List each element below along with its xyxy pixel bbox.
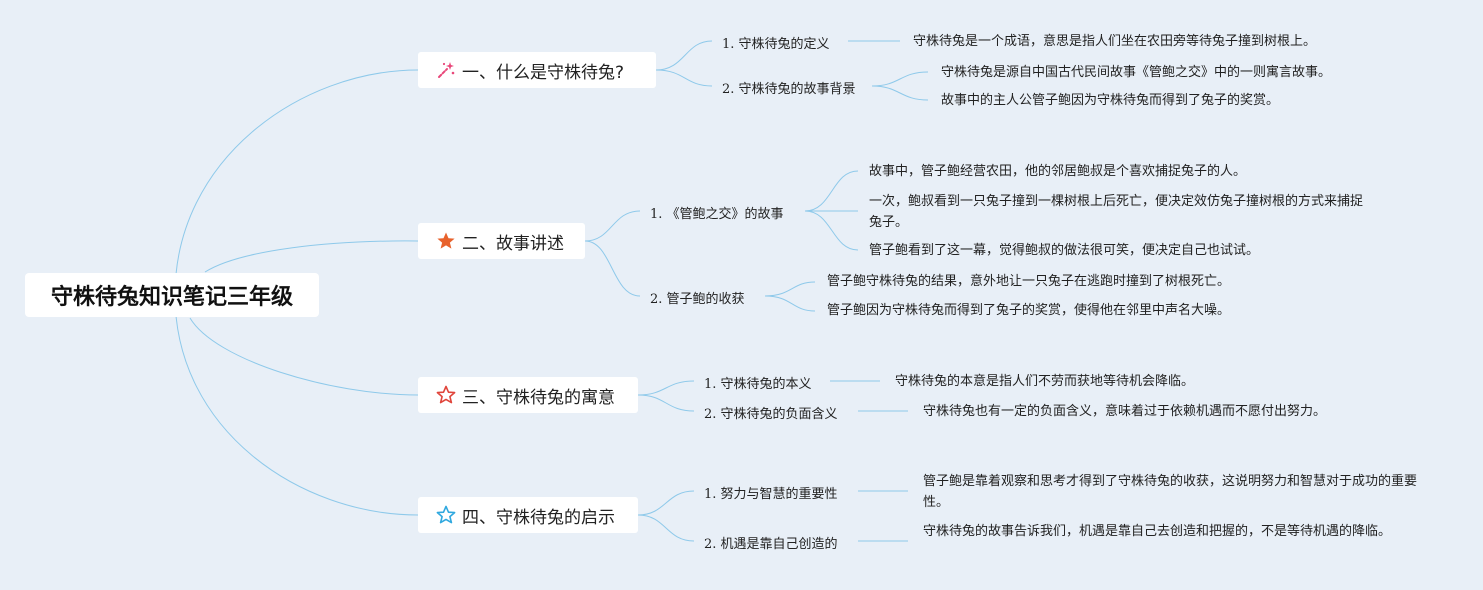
- branch-label: 三、守株待兔的寓意: [462, 387, 615, 408]
- connector-b2-c1-leaf1: [804, 170, 859, 212]
- branch-meaning[interactable]: 三、守株待兔的寓意: [418, 377, 638, 413]
- connector-root-branch-3: [189, 317, 419, 396]
- connector-b1-c2-leaf2: [871, 85, 929, 101]
- connector-b4-c1: [637, 490, 695, 516]
- leaf-story-2: 一次，鲍叔看到一只兔子撞到一棵树根上后死亡，便决定效仿兔子撞树根的方式来捕捉兔子…: [869, 194, 1364, 230]
- subtopic-effort-wisdom[interactable]: 1. 努力与智慧的重要性: [704, 487, 838, 502]
- branch-inspiration[interactable]: 四、守株待兔的启示: [418, 497, 638, 533]
- subtopic-harvest[interactable]: 2. 管子鲍的收获: [650, 292, 745, 307]
- connector-b2-c2: [584, 240, 641, 297]
- subtopic-create-opportunity[interactable]: 2. 机遇是靠自己创造的: [704, 537, 838, 552]
- subtopic-guanbao-story[interactable]: 1. 《管鲍之交》的故事: [650, 207, 784, 222]
- leaf-harvest-2: 管子鲍因为守株待兔而得到了兔子的奖赏，使得他在邻里中声名大噪。: [827, 303, 1231, 318]
- branch-label: 一、什么是守株待兔?: [462, 62, 625, 83]
- connector-b3-c2: [637, 394, 695, 412]
- magic-wand-icon: [438, 62, 455, 78]
- leaf-harvest-1: 管子鲍守株待兔的结果，意外地让一只兔子在逃跑时撞到了树根死亡。: [827, 274, 1231, 289]
- leaf-background-2: 故事中的主人公管子鲍因为守株待兔而得到了兔子的奖赏。: [941, 93, 1280, 108]
- connector-b3-c1: [637, 380, 695, 396]
- connector-b1-c1: [655, 40, 713, 71]
- leaf-definition: 守株待兔是一个成语，意思是指人们坐在农田旁等待兔子撞到树根上。: [913, 34, 1317, 49]
- connector-b2-c2-leaf1: [764, 281, 816, 297]
- branch-label: 二、故事讲述: [462, 233, 564, 254]
- connector-b1-c2-leaf1: [871, 71, 929, 87]
- connector-b4-c2: [637, 514, 695, 542]
- connector-root-branch-4: [174, 294, 419, 516]
- subtopic-original-meaning[interactable]: 1. 守株待兔的本义: [704, 377, 812, 392]
- connector-b2-c1-leaf3: [804, 210, 859, 251]
- subtopic-definition[interactable]: 1. 守株待兔的定义: [722, 37, 830, 52]
- connector-root-branch-2: [204, 240, 419, 273]
- outline-star-icon: [436, 385, 456, 404]
- connector-b2-c2-leaf2: [764, 295, 816, 312]
- branch-what-is[interactable]: 一、什么是守株待兔?: [418, 52, 656, 88]
- root-topic[interactable]: 守株待兔知识笔记三年级: [25, 273, 319, 317]
- subtopic-background[interactable]: 2. 守株待兔的故事背景: [722, 82, 856, 97]
- leaf-original-meaning: 守株待兔的本意是指人们不劳而获地等待机会降临。: [895, 374, 1195, 389]
- subtopic-negative-meaning[interactable]: 2. 守株待兔的负面含义: [704, 407, 838, 422]
- leaf-create-opportunity: 守株待兔的故事告诉我们，机遇是靠自己去创造和把握的，不是等待机遇的降临。: [923, 524, 1392, 539]
- leaf-negative-meaning: 守株待兔也有一定的负面含义，意味着过于依赖机遇而不愿付出努力。: [923, 404, 1327, 419]
- connector-b2-c1: [584, 210, 641, 242]
- leaf-story-1: 故事中，管子鲍经营农田，他的邻居鲍叔是个喜欢捕捉兔子的人。: [869, 164, 1247, 179]
- branch-label: 四、守株待兔的启示: [462, 507, 615, 528]
- connector-root-branch-1: [174, 69, 419, 296]
- leaf-background-1: 守株待兔是源自中国古代民间故事《管鲍之交》中的一则寓言故事。: [941, 65, 1332, 80]
- blue-outline-star-icon: [436, 505, 456, 524]
- connector-b1-c2: [655, 69, 713, 87]
- filled-star-icon: [437, 232, 455, 249]
- leaf-effort-wisdom: 管子鲍是靠着观察和思考才得到了守株待兔的收获，这说明努力和智慧对于成功的重要性。: [923, 474, 1418, 510]
- branch-story[interactable]: 二、故事讲述: [418, 223, 585, 259]
- leaf-story-3: 管子鲍看到了这一幕，觉得鲍叔的做法很可笑，便决定自己也试试。: [869, 243, 1260, 258]
